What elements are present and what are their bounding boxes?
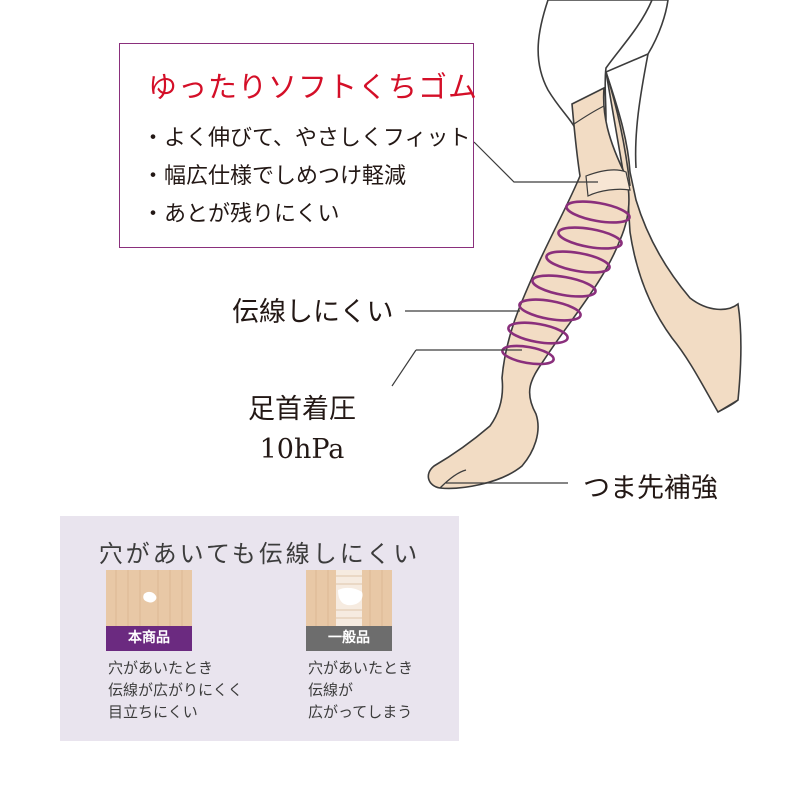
callout-point: ・あとが残りにくい (142, 202, 340, 227)
callout-point: ・幅広仕様でしめつけ軽減 (142, 164, 407, 189)
comparison-title: 穴があいても伝線しにくい (98, 540, 421, 568)
desc-line: 伝線が広がりにくく (108, 681, 243, 699)
desc-line: 穴があいたとき (308, 659, 414, 677)
comparison-panel: 穴があいても伝線しにくい 本商品 穴があいたとき 伝線が広がりにくく 目立ちにく… (60, 516, 459, 741)
desc-line: 穴があいたとき (108, 659, 214, 677)
ankle-pressure-label: 足首着圧 10hPa (248, 390, 356, 470)
pressure-value: 10hPa (259, 434, 345, 465)
callout-point: ・よく伸びて、やさしくフィット (142, 126, 471, 151)
product-description: 穴があいたとき 伝線が広がりにくく 目立ちにくい (108, 657, 243, 723)
ankle-pressure-text: 足首着圧 (248, 394, 356, 425)
callout-points: ・よく伸びて、やさしくフィット ・幅広仕様でしめつけ軽減 ・あとが残りにくい (142, 120, 470, 234)
general-fabric-swatch (306, 570, 392, 626)
callout-title: ゆったりソフトくちゴム (148, 70, 479, 104)
waistband-callout: ゆったりソフトくちゴム ・よく伸びて、やさしくフィット ・幅広仕様でしめつけ軽減… (119, 43, 477, 248)
desc-line: 広がってしまう (308, 703, 413, 721)
toe-reinforcement-label: つま先補強 (583, 473, 718, 504)
general-description: 穴があいたとき 伝線が 広がってしまう (308, 657, 413, 723)
general-badge: 一般品 (306, 626, 392, 651)
run-resistant-label: 伝線しにくい (232, 297, 394, 328)
product-badge: 本商品 (106, 626, 192, 651)
desc-line: 伝線が (308, 681, 354, 699)
desc-line: 目立ちにくい (108, 703, 198, 721)
product-fabric-swatch (106, 570, 192, 626)
leader-lines (391, 141, 598, 484)
